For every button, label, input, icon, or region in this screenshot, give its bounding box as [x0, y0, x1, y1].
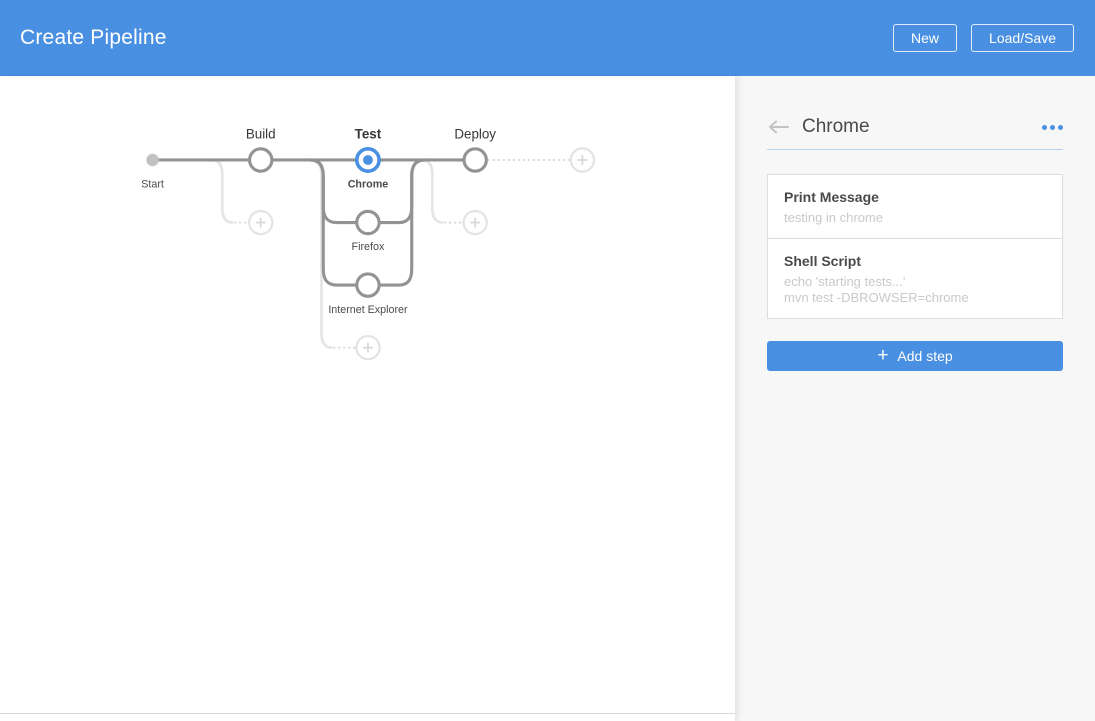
- stage-connectors: [153, 160, 476, 285]
- add-branch-connectors: [212, 160, 443, 348]
- dot: [1042, 125, 1047, 130]
- start-node[interactable]: [146, 154, 159, 167]
- step-detail: testing in chrome: [784, 210, 1046, 226]
- new-button[interactable]: New: [893, 24, 957, 52]
- load-save-button[interactable]: Load/Save: [971, 24, 1074, 52]
- step-name: Shell Script: [784, 252, 1046, 271]
- branch-node-internet-explorer[interactable]: [357, 274, 379, 296]
- dot: [1050, 125, 1055, 130]
- stage-label-test[interactable]: Test: [355, 127, 382, 142]
- branch-node-chrome-selected[interactable]: [357, 149, 379, 171]
- stage-node-build[interactable]: [250, 149, 272, 171]
- stage-node-deploy[interactable]: [464, 149, 486, 171]
- add-branch-test-button[interactable]: [356, 336, 379, 359]
- add-stage-button[interactable]: [571, 148, 594, 171]
- panel-title: Chrome: [802, 116, 870, 138]
- add-branch-deploy-button[interactable]: [464, 211, 487, 234]
- pipeline-graph-area: Build Test Deploy Start Chrome Firefox I…: [0, 76, 735, 714]
- stage-label-deploy[interactable]: Deploy: [454, 127, 496, 142]
- start-node-label: Start: [141, 179, 164, 191]
- branch-node-firefox[interactable]: [357, 211, 379, 233]
- step-detail: echo 'starting tests...' mvn test -DBROW…: [784, 274, 1046, 306]
- back-arrow-icon[interactable]: [767, 120, 789, 134]
- pipeline-editor-canvas: Build Test Deploy Start Chrome Firefox I…: [0, 76, 735, 721]
- step-name: Print Message: [784, 188, 1046, 207]
- panel-header: Chrome: [767, 76, 1063, 150]
- stage-label-build[interactable]: Build: [246, 127, 276, 142]
- branch-label-chrome[interactable]: Chrome: [348, 179, 389, 191]
- header-actions: New Load/Save: [893, 24, 1074, 52]
- add-branch-build-button[interactable]: [249, 211, 272, 234]
- step-item-shell-script[interactable]: Shell Script echo 'starting tests...' mv…: [768, 238, 1062, 318]
- page-title: Create Pipeline: [20, 26, 167, 50]
- branch-label-internet-explorer[interactable]: Internet Explorer: [328, 304, 408, 316]
- branch-label-firefox[interactable]: Firefox: [352, 241, 385, 253]
- overflow-menu-icon[interactable]: [1042, 121, 1063, 134]
- plus-icon: +: [877, 346, 888, 365]
- pipeline-graph: Build Test Deploy Start Chrome Firefox I…: [0, 76, 735, 714]
- branch-detail-panel: Chrome Print Message testing in chrome S…: [735, 76, 1095, 721]
- dot: [1058, 125, 1063, 130]
- step-item-print-message[interactable]: Print Message testing in chrome: [768, 175, 1062, 238]
- dotted-connectors: [235, 160, 570, 348]
- add-step-label: Add step: [897, 348, 952, 364]
- app-header: Create Pipeline New Load/Save: [0, 0, 1095, 76]
- steps-list: Print Message testing in chrome Shell Sc…: [767, 174, 1063, 319]
- add-step-button[interactable]: + Add step: [767, 341, 1063, 371]
